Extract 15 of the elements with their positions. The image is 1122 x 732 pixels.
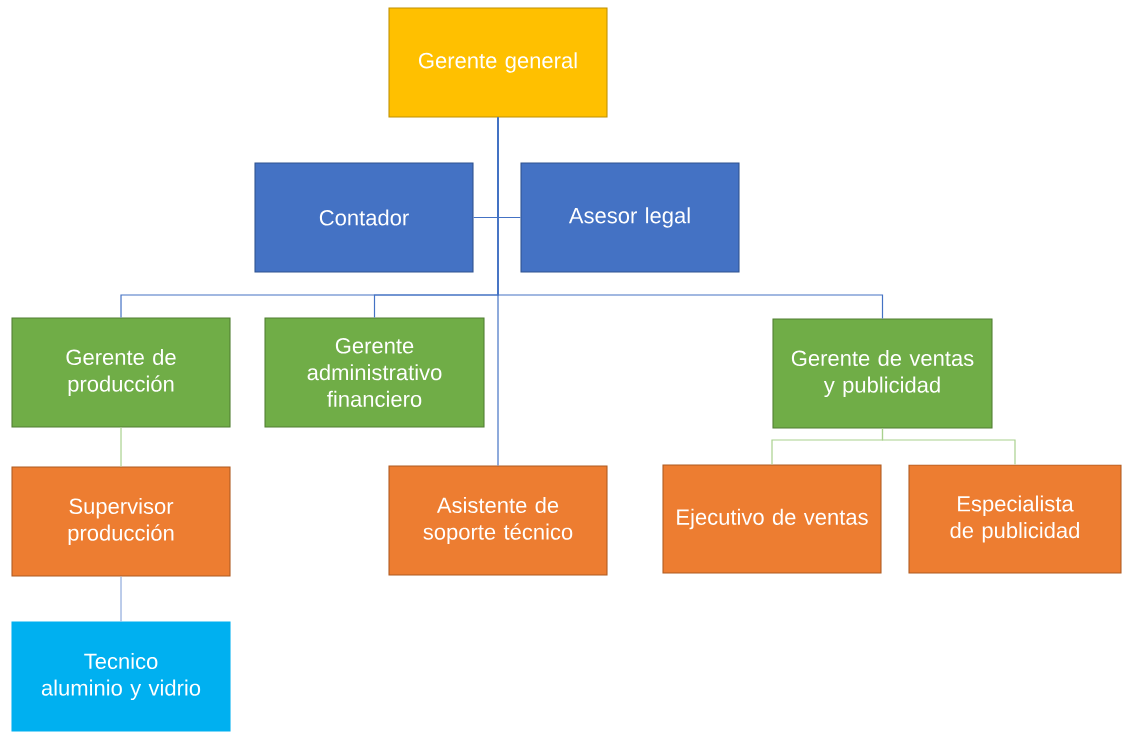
position-box: Contador [254,162,474,273]
position-box: Gerente de producción [11,317,231,428]
position-box: Supervisor producción [11,466,231,577]
position-box: Asistente de soporte técnico [388,465,608,576]
position-box: Tecnico aluminio y vidrio [11,621,231,732]
connector-line [497,116,499,467]
position-box: Especialista de publicidad [908,464,1122,574]
position-box: Ejecutivo de ventas [662,464,882,574]
position-box: Gerente general [388,7,608,118]
connector-line [120,426,122,468]
position-box: Asesor legal [520,162,740,273]
connector-line [120,575,122,623]
position-box: Gerente administrativo financiero [264,317,485,428]
connector-line [881,427,1016,466]
position-box: Gerente de ventas y publicidad [772,318,993,429]
